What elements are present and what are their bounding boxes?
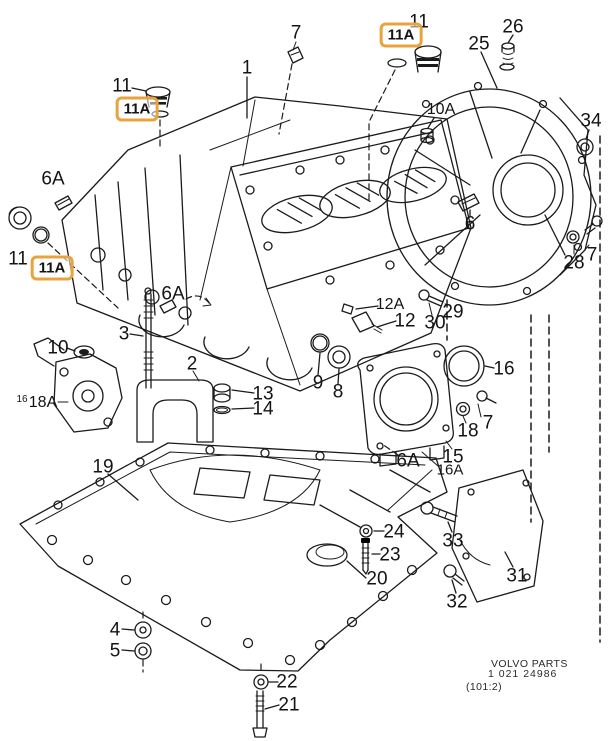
part-label-16-right: 16 — [493, 358, 515, 380]
part-label-8: 8 — [332, 381, 344, 403]
water-pump-drawing — [33, 337, 123, 433]
reference-lines-drawing — [446, 135, 601, 643]
part-label-16A: 16A — [436, 461, 464, 479]
volvo-parts-stamp: VOLVO PARTS 1 021 24986 (101:2) — [466, 658, 568, 693]
part-label-21: 21 — [278, 694, 300, 716]
part-label-18-right: 18 — [457, 420, 479, 442]
engine-block-drawing — [61, 96, 472, 392]
part-label-25: 25 — [468, 33, 490, 55]
highlighted-part-label-11A-top-mid[interactable]: 11A — [379, 22, 423, 48]
small-parts-drawing — [8, 34, 603, 738]
part-label-11-top-left: 11 — [112, 75, 132, 97]
part-label-3: 3 — [118, 323, 130, 345]
highlighted-part-label-11A-top-left[interactable]: 11A — [115, 96, 159, 122]
part-label-32: 32 — [446, 591, 468, 613]
part-label-31: 31 — [506, 565, 528, 587]
oil-pan-drawing — [19, 442, 448, 672]
part-label-30: 30 — [424, 312, 446, 334]
seal-carrier-drawing — [357, 342, 497, 467]
part-label-19: 19 — [92, 456, 114, 478]
part-label-10A: 10A — [426, 101, 456, 118]
stamp-brand-line: VOLVO PARTS — [491, 658, 568, 670]
part-label-6A-left: 6A — [41, 168, 65, 190]
part-label-10: 10 — [47, 337, 69, 359]
part-label-29: 29 — [442, 301, 464, 323]
part-label-6A-pan: 6A — [396, 450, 420, 472]
part-label-7-seal: 7 — [482, 412, 494, 434]
part-label-11-left: 11 — [8, 248, 28, 270]
part-label-22: 22 — [276, 671, 298, 693]
stamp-scale-line: (101:2) — [466, 681, 503, 693]
part-label-33: 33 — [442, 530, 464, 552]
part-label-12: 12 — [394, 310, 416, 332]
part-label-2: 2 — [186, 353, 198, 375]
part-label-14: 14 — [252, 398, 274, 420]
bell-housing-drawing — [386, 81, 597, 306]
part-label-16-left-small: 16 — [16, 394, 28, 405]
highlighted-part-label-11A-left[interactable]: 11A — [30, 255, 74, 281]
part-label-9: 9 — [312, 372, 324, 394]
part-label-28: 28 — [563, 252, 585, 274]
part-label-6A-mid: 6A — [161, 283, 185, 305]
part-label-13: 13 — [252, 383, 274, 405]
part-label-5: 5 — [109, 640, 121, 662]
part-label-20: 20 — [366, 568, 388, 590]
part-label-26: 26 — [502, 16, 524, 38]
part-label-4: 4 — [109, 619, 121, 641]
part-label-12A: 12A — [375, 296, 405, 313]
part-label-24: 24 — [383, 521, 405, 543]
part-label-15: 15 — [442, 446, 464, 468]
part-label-34: 34 — [580, 110, 602, 132]
part-label-23: 23 — [379, 544, 401, 566]
part-label-18A: 18A — [28, 394, 58, 411]
part-label-6: 6 — [464, 213, 476, 235]
part-label-7-top: 7 — [290, 22, 302, 44]
cover-plate-drawing — [420, 469, 544, 603]
part-label-1: 1 — [241, 57, 253, 79]
part-label-7-right: 7 — [586, 244, 598, 266]
bearing-cap-drawing — [129, 287, 214, 443]
stamp-part-number-line: 1 021 24986 — [488, 667, 558, 680]
